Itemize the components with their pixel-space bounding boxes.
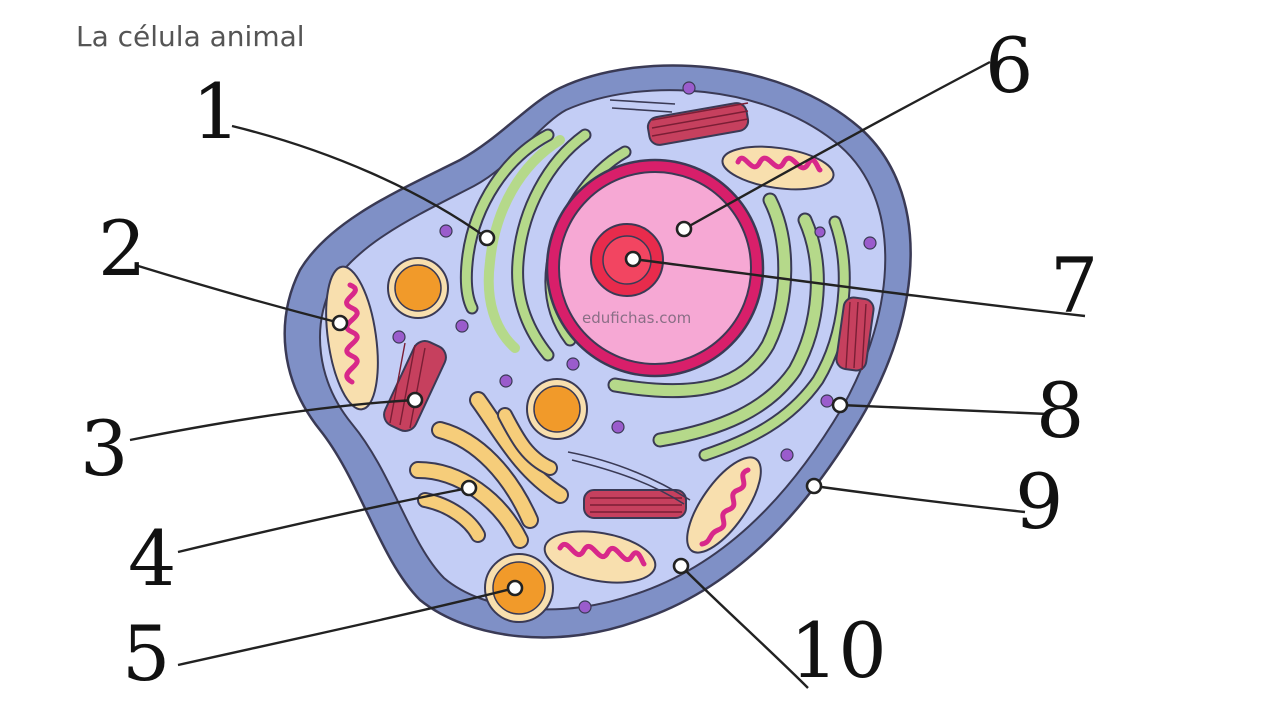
mitochondrion-right bbox=[686, 456, 762, 554]
page-title: La célula animal bbox=[76, 20, 305, 53]
leader-lines bbox=[129, 60, 1086, 689]
centriole-right bbox=[835, 296, 875, 372]
marker-6 bbox=[675, 220, 693, 238]
mitochondrion-bottom bbox=[543, 530, 657, 584]
marker-5 bbox=[506, 579, 524, 597]
mitochondrion-left bbox=[325, 265, 379, 411]
label-5: 5 bbox=[122, 609, 170, 698]
centriole-top bbox=[646, 102, 750, 146]
marker-3 bbox=[406, 391, 424, 409]
marker-1 bbox=[478, 229, 496, 247]
mitochondrion-top bbox=[721, 145, 835, 191]
marker-10 bbox=[672, 557, 690, 575]
leader-line-8 bbox=[839, 403, 1049, 416]
centriole-center bbox=[583, 489, 687, 519]
number-labels: 1 2 3 4 5 6 7 8 9 10 bbox=[80, 21, 1098, 698]
label-7: 7 bbox=[1050, 241, 1098, 330]
centriole-left bbox=[383, 340, 447, 432]
lysosome-1 bbox=[387, 257, 449, 319]
vesicles bbox=[392, 81, 877, 614]
label-1: 1 bbox=[192, 67, 240, 156]
leader-line-9 bbox=[813, 484, 1026, 514]
leader-line-7 bbox=[632, 257, 1086, 318]
leader-line-5 bbox=[177, 586, 516, 667]
microfilaments bbox=[567, 99, 691, 505]
label-2: 2 bbox=[98, 204, 146, 293]
golgi-apparatus bbox=[409, 391, 569, 549]
label-4: 4 bbox=[128, 514, 176, 603]
label-9: 9 bbox=[1015, 457, 1063, 546]
leader-line-1 bbox=[231, 124, 488, 239]
label-8: 8 bbox=[1036, 366, 1084, 455]
marker-4 bbox=[460, 479, 478, 497]
leader-line-6 bbox=[683, 60, 991, 231]
leader-line-4 bbox=[177, 486, 470, 554]
pointer-markers bbox=[331, 220, 849, 597]
label-6: 6 bbox=[985, 21, 1033, 110]
leader-line-10 bbox=[680, 565, 809, 689]
marker-8 bbox=[831, 396, 849, 414]
marker-9 bbox=[805, 477, 823, 495]
endoplasmic-reticulum-right bbox=[607, 192, 851, 462]
leader-line-2 bbox=[134, 263, 341, 325]
lysosome-2 bbox=[526, 378, 588, 440]
label-10: 10 bbox=[790, 606, 887, 695]
watermark: edufichas.com bbox=[582, 309, 691, 327]
marker-2 bbox=[331, 314, 349, 332]
marker-7 bbox=[624, 250, 642, 268]
leader-line-3 bbox=[129, 398, 416, 442]
label-3: 3 bbox=[80, 404, 128, 493]
